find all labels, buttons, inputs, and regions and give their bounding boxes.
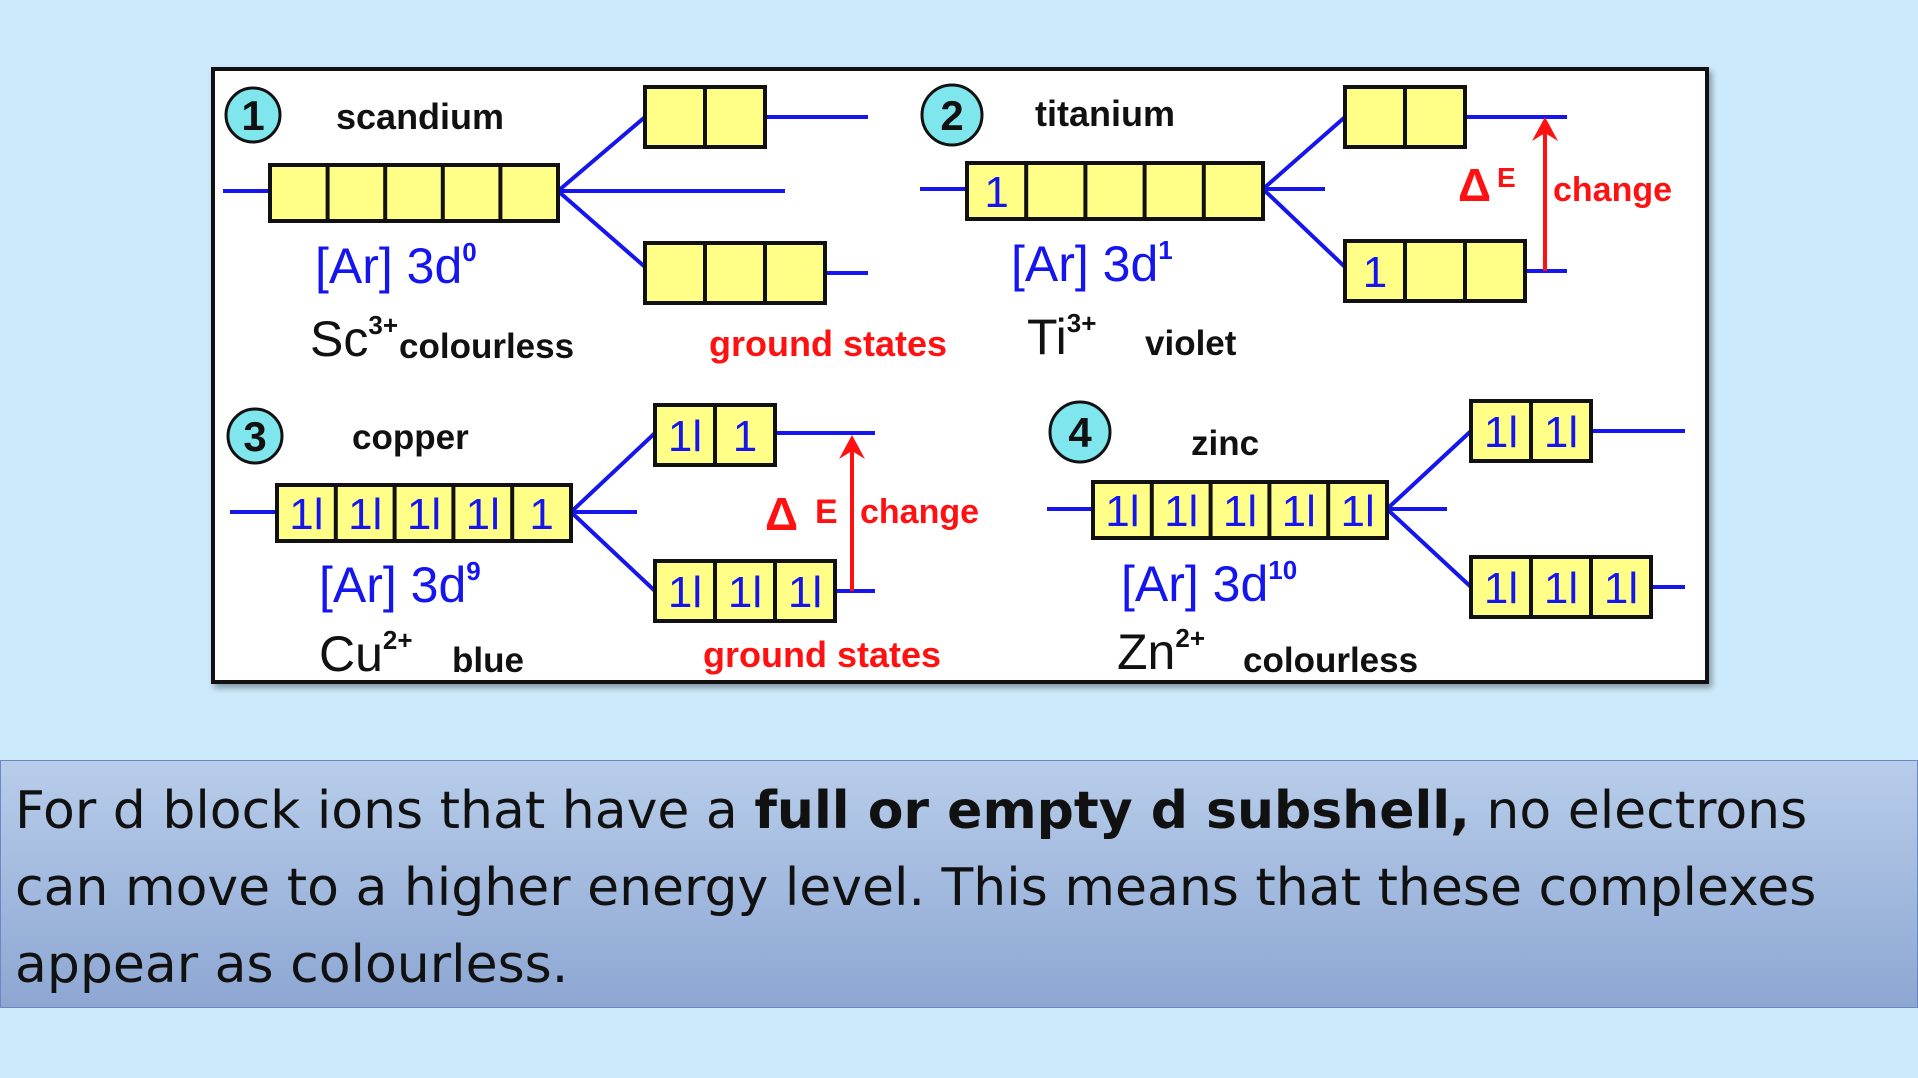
electron-arrows: 1l bbox=[348, 490, 382, 539]
ground-states-label: ground states bbox=[703, 634, 941, 675]
upper-orbital-pair: 1l 1 bbox=[653, 403, 777, 467]
electron-arrows: 1l bbox=[1340, 487, 1374, 536]
caption-text-start: For d block ions that have a bbox=[15, 781, 755, 841]
electron-arrows: 1l bbox=[1484, 408, 1518, 457]
electron-arrows: 1l bbox=[407, 490, 441, 539]
electron-configuration: [Ar] 3d0 bbox=[315, 237, 477, 294]
electron-arrows: 1l bbox=[1544, 564, 1578, 613]
electron-arrows: 1l bbox=[1105, 487, 1139, 536]
ion-colour: blue bbox=[452, 641, 524, 680]
electron-configuration: [Ar] 3d10 bbox=[1121, 555, 1297, 612]
lower-orbital-triple bbox=[643, 241, 827, 305]
ion-colour: violet bbox=[1145, 324, 1237, 363]
panel-number-badge: 2 bbox=[940, 92, 963, 139]
energy-gap-arrow bbox=[839, 435, 865, 591]
electron-configuration: [Ar] 3d1 bbox=[1011, 235, 1173, 292]
element-name: scandium bbox=[336, 96, 504, 137]
panel-scandium: 1 scandium [Ar] 3d0 Sc3+ colourless bbox=[223, 85, 868, 367]
delta-letter: E bbox=[815, 493, 838, 531]
electron-arrows: 1l bbox=[1164, 487, 1198, 536]
panel-titanium: 2 titanium 1 1 Δ E bbox=[920, 83, 1672, 365]
orbital-splitting-diagram: 1 scandium [Ar] 3d0 Sc3+ colourless grou… bbox=[211, 67, 1709, 684]
electron-arrows: 1l bbox=[289, 490, 323, 539]
ground-states-label: ground states bbox=[709, 323, 947, 364]
lower-orbital-triple: 1l 1l 1l bbox=[1469, 555, 1653, 619]
energy-change-label: change bbox=[860, 493, 979, 531]
explanation-text-box: For d block ions that have a full or emp… bbox=[0, 760, 1918, 1008]
upper-orbital-pair bbox=[643, 85, 767, 149]
electron-arrows: 1l bbox=[668, 412, 702, 461]
delta-symbol: Δ bbox=[1458, 159, 1491, 211]
delta-letter: E bbox=[1497, 162, 1516, 193]
caption-bold-phrase: full or empty d subshell, bbox=[754, 781, 1470, 841]
diagram-canvas: 1 scandium [Ar] 3d0 Sc3+ colourless grou… bbox=[223, 83, 1685, 680]
electron-arrows: 1l bbox=[728, 568, 762, 617]
d-orbital-boxes: 1 bbox=[965, 161, 1265, 221]
panel-number-badge: 3 bbox=[243, 413, 266, 460]
ion-symbol: Zn2+ bbox=[1117, 623, 1205, 680]
element-name: titanium bbox=[1035, 93, 1175, 134]
ion-colour: colourless bbox=[1243, 641, 1418, 680]
lower-orbital-triple: 1 bbox=[1343, 239, 1527, 303]
electron-arrows: 1l bbox=[466, 490, 500, 539]
caption-text-end: no electrons can move to a higher energy… bbox=[15, 781, 1817, 995]
electron-arrows: 1l bbox=[788, 568, 822, 617]
ion-symbol: Sc3+ bbox=[310, 310, 398, 367]
delta-symbol: Δ bbox=[765, 488, 798, 540]
energy-gap-arrow bbox=[1532, 117, 1558, 271]
upper-orbital-pair: 1l 1l bbox=[1469, 399, 1593, 463]
d-orbital-boxes: 1l 1l 1l 1l 1l bbox=[1091, 480, 1389, 540]
panel-zinc: 4 zinc 1l 1l 1l 1l 1l 1l 1l bbox=[1047, 399, 1685, 680]
element-name: copper bbox=[352, 418, 469, 457]
electron-arrows: 1l bbox=[1484, 564, 1518, 613]
ion-colour: colourless bbox=[399, 327, 574, 366]
d-orbital-boxes: 1l 1l 1l 1l 1 bbox=[275, 483, 573, 543]
electron-configuration: [Ar] 3d9 bbox=[319, 556, 481, 613]
ion-symbol: Cu2+ bbox=[319, 625, 413, 680]
electron-arrows: 1 bbox=[529, 490, 553, 539]
badge-circle bbox=[1048, 400, 1112, 464]
element-name: zinc bbox=[1191, 424, 1259, 463]
panel-number-badge: 4 bbox=[1068, 409, 1092, 456]
ion-symbol: Ti3+ bbox=[1027, 308, 1096, 365]
lower-orbital-triple: 1l 1l 1l bbox=[653, 559, 837, 623]
d-orbital-boxes bbox=[268, 163, 560, 223]
electron-arrows: 1l bbox=[1282, 487, 1316, 536]
panel-number-badge: 1 bbox=[241, 92, 264, 139]
electron-arrows: 1 bbox=[1363, 248, 1387, 297]
electron-arrows: 1l bbox=[668, 568, 702, 617]
electron-arrows: 1l bbox=[1223, 487, 1257, 536]
badge-circle bbox=[920, 83, 984, 147]
badge-circle bbox=[224, 86, 282, 144]
electron-arrows: 1 bbox=[984, 168, 1008, 217]
electron-arrows: 1 bbox=[733, 412, 757, 461]
energy-change-label: change bbox=[1553, 171, 1672, 209]
badge-circle bbox=[226, 407, 284, 465]
electron-arrows: 1l bbox=[1604, 564, 1638, 613]
electron-arrows: 1l bbox=[1544, 408, 1578, 457]
panel-copper: 3 copper 1l 1l 1l 1l 1 1l 1 bbox=[226, 403, 979, 680]
upper-orbital-pair bbox=[1343, 85, 1467, 149]
